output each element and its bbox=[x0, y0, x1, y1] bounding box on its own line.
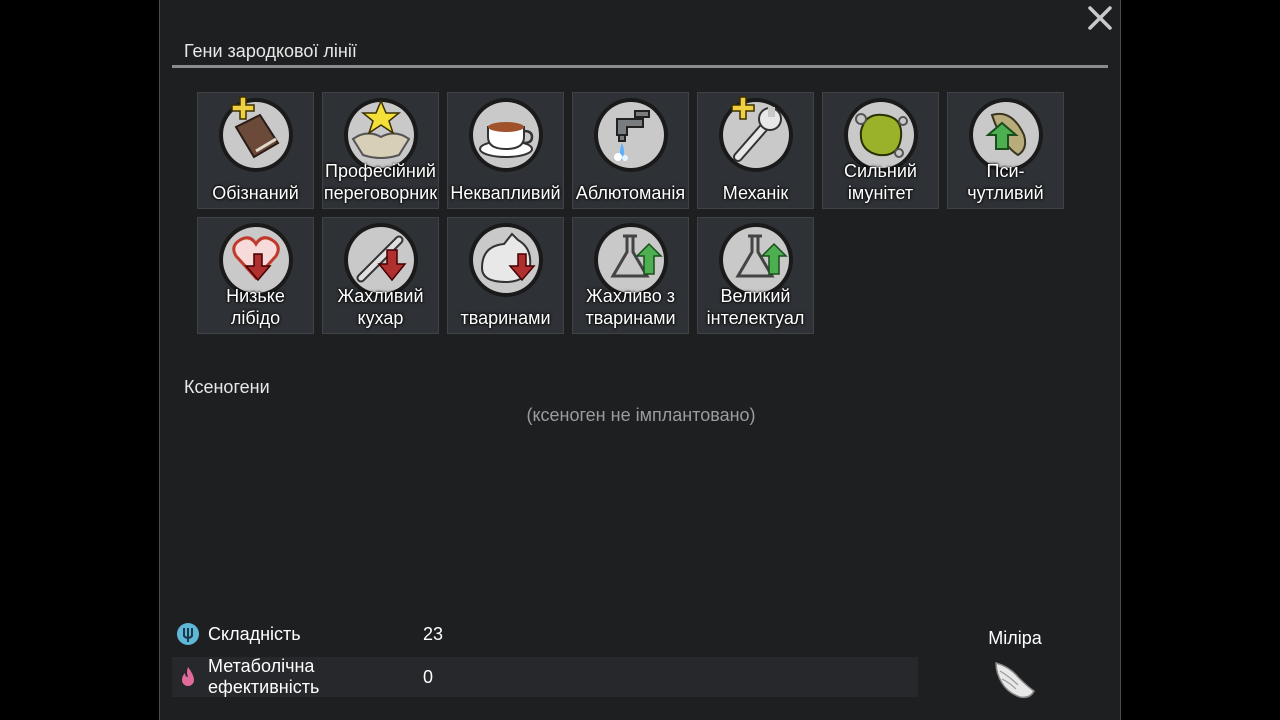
gene-tile-7[interactable]: Низьке лібідо bbox=[197, 217, 314, 334]
handshake-star-icon bbox=[341, 95, 421, 175]
gene-label: Неквапливий bbox=[450, 183, 561, 203]
faucet-icon bbox=[591, 95, 671, 175]
gene-label: Великий інтелектуал bbox=[706, 286, 805, 328]
gene-label: Пси- чутливий bbox=[967, 161, 1044, 203]
flask-up-icon bbox=[591, 220, 671, 300]
gene-tile-6[interactable]: Пси- чутливий bbox=[947, 92, 1064, 209]
gene-label: Обізнаний bbox=[212, 183, 299, 203]
psychic-up-icon bbox=[966, 95, 1046, 175]
flask-up-icon bbox=[716, 220, 796, 300]
complexity-value: 23 bbox=[423, 623, 444, 644]
gene-label: Сильний імунітет bbox=[844, 161, 917, 203]
gene-tile-4[interactable]: Механік bbox=[697, 92, 814, 209]
gene-label: Жахливий кухар bbox=[337, 286, 424, 328]
wing-icon bbox=[995, 662, 1035, 699]
xenotype-name: Міліра bbox=[988, 628, 1042, 648]
gene-tile-2[interactable]: Неквапливий bbox=[447, 92, 564, 209]
gene-tile-1[interactable]: Професійний переговорник bbox=[322, 92, 439, 209]
gene-tile-5[interactable]: Сильний імунітет bbox=[822, 92, 939, 209]
xenogenes-empty-text: (ксеноген не імплантовано) bbox=[526, 405, 756, 425]
cook-down-icon bbox=[341, 220, 421, 300]
section-divider bbox=[172, 65, 1108, 68]
xenogenes-title: Ксеногени bbox=[184, 377, 270, 397]
metabolic-row: Метаболічна ефективність 0 bbox=[172, 656, 918, 697]
complexity-icon bbox=[177, 623, 199, 645]
gene-tile-8[interactable]: Жахливий кухар bbox=[322, 217, 439, 334]
gene-tile-10[interactable]: Жахливо з тваринами bbox=[572, 217, 689, 334]
genes-window: Гени зародкової лінії Обізнаний bbox=[159, 0, 1121, 720]
gene-label: Жахливо з тваринами bbox=[585, 286, 676, 328]
book-plus-icon bbox=[216, 95, 296, 175]
gene-label: Низьке лібідо bbox=[226, 286, 285, 328]
gene-tile-3[interactable]: Аблютоманія bbox=[572, 92, 689, 209]
gene-grid: Обізнаний Професійний переговорник bbox=[197, 92, 1064, 334]
gene-tile-11[interactable]: Великий інтелектуал bbox=[697, 217, 814, 334]
flame-icon bbox=[182, 667, 194, 686]
gene-label: Механік bbox=[722, 183, 789, 203]
metabolic-label: Метаболічна ефективність bbox=[208, 656, 320, 697]
teacup-icon bbox=[466, 95, 546, 175]
close-icon[interactable] bbox=[1086, 4, 1114, 32]
germline-title: Гени зародкової лінії bbox=[184, 41, 357, 61]
immunity-blob-icon bbox=[841, 95, 921, 175]
wrench-plus-icon bbox=[716, 95, 796, 175]
metabolic-value: 0 bbox=[423, 666, 434, 687]
gene-tile-0[interactable]: Обізнаний bbox=[197, 92, 314, 209]
heart-down-icon bbox=[216, 220, 296, 300]
gene-label: Аблютоманія bbox=[575, 183, 686, 203]
gene-label: тваринами bbox=[460, 308, 551, 328]
animal-down-icon bbox=[466, 220, 546, 300]
gene-tile-9[interactable]: тваринами bbox=[447, 217, 564, 334]
xenotype-display[interactable]: Міліра bbox=[960, 628, 1070, 706]
complexity-row: Складність 23 bbox=[172, 614, 918, 654]
gene-label: Професійний переговорник bbox=[323, 161, 438, 203]
complexity-label: Складність bbox=[208, 623, 301, 644]
